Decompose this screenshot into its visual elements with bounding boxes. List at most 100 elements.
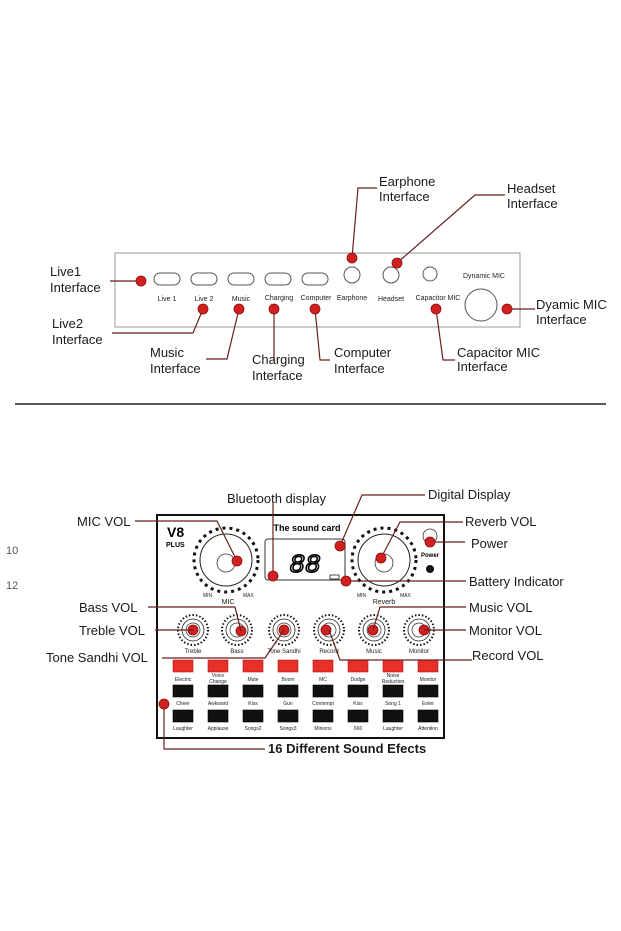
mic-knob[interactable] <box>192 526 260 594</box>
effect-button-pad[interactable] <box>312 684 334 698</box>
marker-dot <box>320 624 332 636</box>
brand-label: V8 <box>167 524 184 540</box>
callout-music: Music <box>150 345 184 360</box>
effect-button-pad[interactable] <box>242 684 264 698</box>
effect-button-label: Laughter <box>173 726 193 732</box>
effect-button-pad[interactable] <box>207 684 229 698</box>
knob-label: Music <box>366 649 382 655</box>
port-label: Charging <box>265 295 294 302</box>
port-label: Live 2 <box>195 296 214 303</box>
effect-button-pad[interactable] <box>312 659 334 673</box>
battery-icon <box>329 574 340 580</box>
leader-line <box>435 308 455 361</box>
margin-number: 10 <box>6 545 18 557</box>
effect-button[interactable]: Dodge <box>347 659 369 683</box>
callout-computer: Interface <box>334 361 385 376</box>
effect-button-label: Contempt <box>312 701 334 707</box>
knob-label: Bass <box>230 649 243 655</box>
effect-button-pad[interactable] <box>347 709 369 723</box>
live2-port <box>190 272 218 286</box>
callout-music-vol: Music VOL <box>469 600 533 615</box>
effect-button[interactable]: Enter <box>417 684 439 707</box>
effect-button-label: Song 1 <box>385 701 401 707</box>
marker-dot <box>430 303 442 315</box>
callout-computer: Computer <box>334 345 392 360</box>
effect-button[interactable]: Songs2 <box>242 709 264 732</box>
effect-button[interactable]: Applause <box>207 709 229 732</box>
effect-button[interactable]: Boom <box>277 659 299 683</box>
front-panel: V8 PLUS The sound card MIN MAX MIC 88 ᛒ … <box>46 487 564 756</box>
callout-battery: Battery Indicator <box>469 574 564 589</box>
knob-record[interactable]: Record <box>313 614 345 655</box>
earphone-jack <box>343 266 361 284</box>
knob-monitor[interactable]: Monitor <box>403 614 435 655</box>
effect-button-pad[interactable] <box>277 684 299 698</box>
reverb-min-label: MIN <box>357 593 367 599</box>
effect-button-pad[interactable] <box>277 659 299 673</box>
callout-treble-vol: Treble VOL <box>79 623 145 638</box>
effect-button[interactable]: Laughter <box>382 709 404 732</box>
effect-button-pad[interactable] <box>382 659 404 673</box>
effect-button-label: Kiss <box>248 701 258 707</box>
callout-music: Interface <box>150 361 201 376</box>
effect-button-pad[interactable] <box>382 684 404 698</box>
effect-button-label: Songs3 <box>280 726 297 732</box>
effect-button-pad[interactable] <box>347 659 369 673</box>
effect-button-pad[interactable] <box>382 709 404 723</box>
callout-earphone: Interface <box>379 189 430 204</box>
effect-button-pad[interactable] <box>417 709 439 723</box>
effect-button-pad[interactable] <box>172 659 194 673</box>
effect-button[interactable]: Kiss <box>242 684 264 707</box>
lcd-display <box>264 538 346 581</box>
effect-button-pad[interactable] <box>172 684 194 698</box>
effect-button[interactable]: 666 <box>347 709 369 732</box>
port-label: Dynamic MIC <box>463 273 505 280</box>
knob-music[interactable]: Music <box>358 614 390 655</box>
effect-button-pad[interactable] <box>242 659 264 673</box>
dynamic-mic-jack <box>464 288 498 322</box>
charging-port <box>264 272 292 286</box>
effect-button-pad[interactable] <box>417 659 439 673</box>
effect-button[interactable]: Cheer <box>172 684 194 707</box>
effect-button[interactable]: Songs3 <box>277 709 299 732</box>
effect-button-pad[interactable] <box>417 684 439 698</box>
leader-line <box>328 629 472 661</box>
effect-button[interactable]: Kiss <box>347 684 369 707</box>
callout-charging: Charging <box>252 352 305 367</box>
effect-button-label: Cheer <box>176 701 190 707</box>
effect-button[interactable]: Monitor <box>417 659 439 683</box>
effect-button[interactable]: Contempt <box>312 684 334 707</box>
leader-line <box>135 520 238 562</box>
effect-button[interactable]: Mute <box>242 659 264 683</box>
leader-line <box>351 187 377 259</box>
effect-button-pad[interactable] <box>312 709 334 723</box>
effect-button[interactable]: Minions <box>312 709 334 732</box>
knob-label: Record <box>319 649 338 655</box>
effect-button-pad[interactable] <box>207 709 229 723</box>
callout-charging: Interface <box>252 368 303 383</box>
lcd-digits: 88 <box>289 550 320 580</box>
effect-button[interactable]: MC <box>312 659 334 683</box>
effect-button-pad[interactable] <box>347 684 369 698</box>
effect-button-pad[interactable] <box>242 709 264 723</box>
marker-dot <box>268 303 280 315</box>
callout-record-vol: Record VOL <box>472 648 544 663</box>
knob-label: Treble <box>185 649 202 655</box>
effect-button[interactable]: Laughter <box>172 709 194 732</box>
effect-button[interactable]: Gun <box>277 684 299 707</box>
callout-live1: Live1 <box>50 264 81 279</box>
marker-dot <box>340 575 352 587</box>
effect-button-label: Laughter <box>383 726 403 732</box>
effect-button-label: Attention <box>418 726 438 732</box>
effect-button-pad[interactable] <box>207 659 229 673</box>
rear-panel: Live 1 Live 2 Music Charging Computer Ea… <box>50 174 607 383</box>
effect-button-pad[interactable] <box>172 709 194 723</box>
port-label: Capacitor MIC <box>416 295 461 302</box>
effect-button[interactable]: Song 1 <box>382 684 404 707</box>
effect-button[interactable]: Attention <box>417 709 439 732</box>
effect-button[interactable]: Electric <box>172 659 194 683</box>
effect-button-pad[interactable] <box>277 709 299 723</box>
effect-button[interactable]: Awkward <box>207 684 229 707</box>
